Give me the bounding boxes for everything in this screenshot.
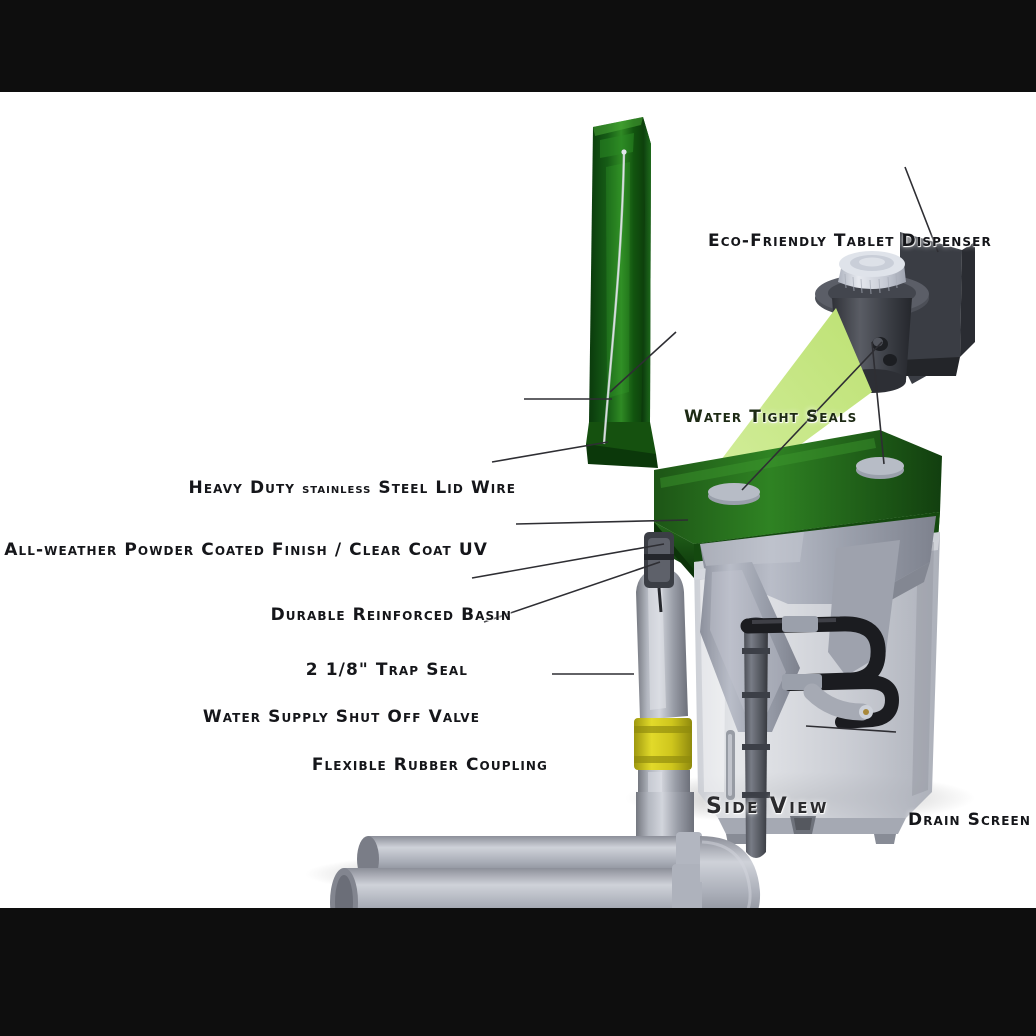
label-water-tight-seals: Water Tight Seals xyxy=(684,407,858,427)
lid-assembly xyxy=(586,117,658,468)
label-lid-wire-part-2: stainless xyxy=(302,481,372,497)
label-water-supply-shut-off-valve: Water Supply Shut Off Valve xyxy=(202,707,480,727)
label-durable-reinforced-basin: Durable Reinforced Basin xyxy=(270,605,512,625)
label-drain-screen: Drain Screen xyxy=(908,810,1031,830)
label-lid-wire-part-3: Steel Lid Wire xyxy=(378,478,516,498)
tablet-dispenser xyxy=(815,232,975,393)
product-illustration xyxy=(305,117,975,908)
label-lid-wire-part-1: Heavy Duty xyxy=(188,478,296,498)
label-trap-seal: 2 1/8" Trap Seal xyxy=(305,660,468,680)
caption-side-view: Side View xyxy=(706,794,829,819)
label-flexible-rubber-coupling: Flexible Rubber Coupling xyxy=(311,755,548,775)
letterbox-bar-bottom xyxy=(0,908,1036,1036)
drain-pipe-assembly xyxy=(330,792,761,908)
internal-hopper xyxy=(700,516,936,732)
label-all-weather-powder-coated-finish: All-weather Powder Coated Finish / Clear… xyxy=(4,540,488,560)
diagram-canvas: Eco-Friendly Tablet Dispenser Water Tigh… xyxy=(0,92,1036,908)
label-heavy-duty-stainless-steel-lid-wire: Heavy Duty stainless Steel Lid Wire xyxy=(189,478,516,498)
label-eco-friendly-tablet-dispenser: Eco-Friendly Tablet Dispenser xyxy=(708,231,992,251)
standpipe-and-hoses xyxy=(726,616,900,858)
letterbox-bar-top xyxy=(0,0,1036,92)
